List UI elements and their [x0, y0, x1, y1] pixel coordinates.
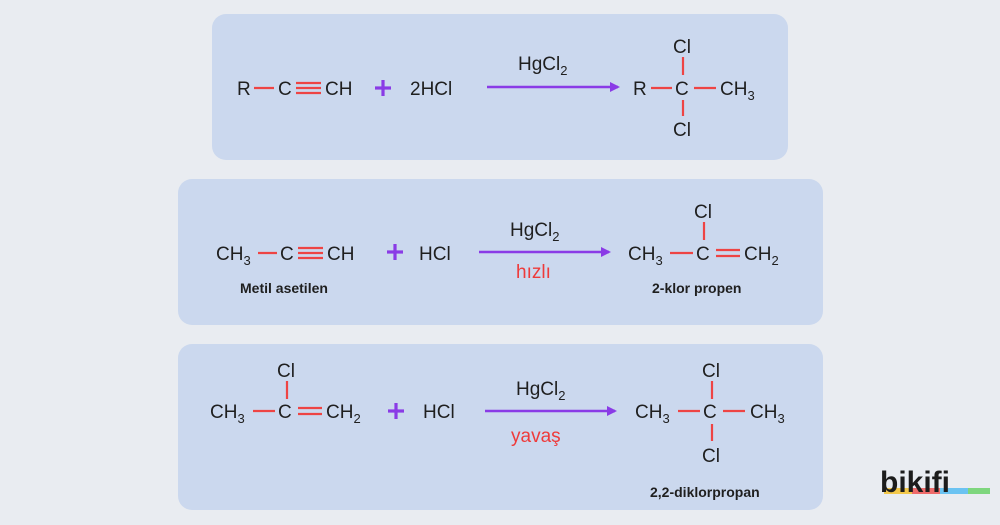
r1-ch: CH [325, 79, 352, 100]
bikifi-logo: bikifi [880, 466, 990, 500]
r1-r-right: R [633, 79, 647, 100]
r3-ch2: CH2 [326, 402, 361, 426]
r1-r-left: R [237, 79, 251, 100]
r1-c-left: C [278, 79, 292, 100]
r3-reagent: HCl [423, 402, 455, 423]
r2-reagent: HCl [419, 244, 451, 265]
reaction-3-card [178, 344, 823, 510]
r2-condition: hızlı [516, 262, 551, 283]
r1-ch3: CH3 [720, 79, 755, 103]
r3-condition: yavaş [511, 426, 561, 447]
r3-cl: Cl [277, 361, 295, 382]
r1-cl-bottom: Cl [673, 120, 691, 141]
r1-cl-top: Cl [673, 37, 691, 58]
r2-ch: CH [327, 244, 354, 265]
r2-catalyst: HgCl2 [510, 220, 559, 244]
r2-reactant-name: Metil asetilen [240, 280, 328, 296]
r3-catalyst: HgCl2 [516, 379, 565, 403]
reaction-3: Cl CH3 C CH2 HCl HgCl2 yavaş Cl CH3 C CH… [210, 361, 785, 500]
r2-p-ch3: CH3 [628, 244, 663, 268]
r1-plus-icon [375, 80, 391, 96]
r2-plus-icon [387, 244, 403, 260]
r3-ch3: CH3 [210, 402, 245, 426]
reaction-2: CH3 C CH Metil asetilen HCl HgCl2 hızlı … [216, 202, 779, 296]
r1-catalyst: HgCl2 [518, 54, 567, 78]
r2-p-cl: Cl [694, 202, 712, 223]
r2-c: C [280, 244, 294, 265]
r2-ch3: CH3 [216, 244, 251, 268]
r3-plus-icon [388, 403, 404, 419]
r3-p-cl-top: Cl [702, 361, 720, 382]
r2-p-c: C [696, 244, 710, 265]
r3-c: C [278, 402, 292, 423]
r2-p-ch2: CH2 [744, 244, 779, 268]
r3-p-c: C [703, 402, 717, 423]
reaction-1: R C CH 2HCl HgCl2 R C CH3 Cl Cl [237, 37, 755, 141]
r1-reagent: 2HCl [410, 79, 452, 100]
r3-p-ch3-left: CH3 [635, 402, 670, 426]
r1-c-right: C [675, 79, 689, 100]
r3-p-ch3-right: CH3 [750, 402, 785, 426]
r3-product-name: 2,2-diklorpropan [650, 484, 760, 500]
r2-product-name: 2-klor propen [652, 280, 741, 296]
r3-p-cl-bottom: Cl [702, 446, 720, 467]
logo-text: bikifi [880, 466, 951, 499]
